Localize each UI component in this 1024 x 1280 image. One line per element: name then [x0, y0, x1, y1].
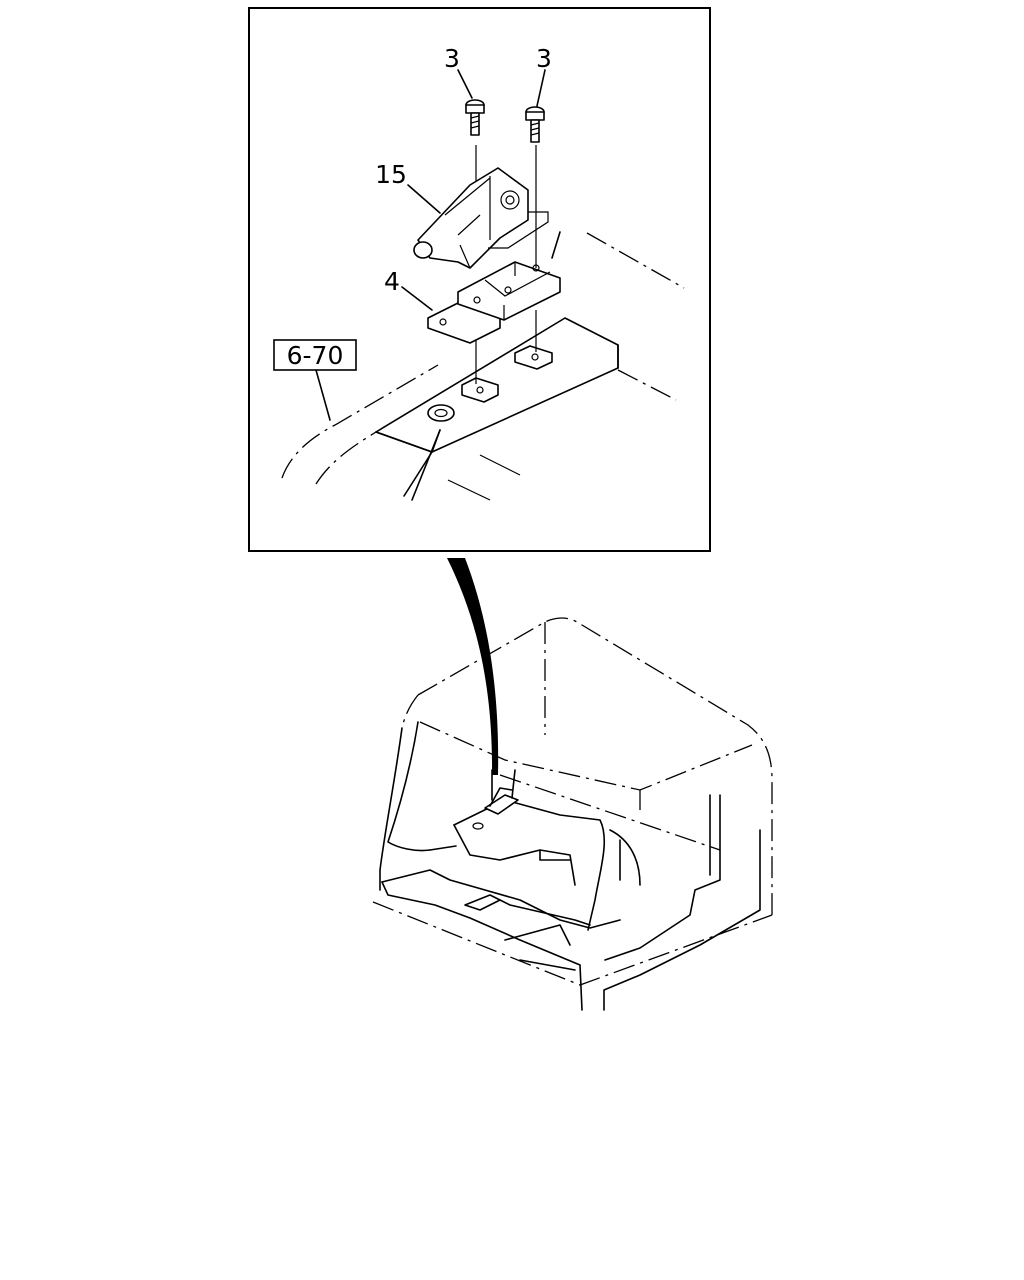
callout-bolt-right: 3 — [536, 44, 552, 73]
reference-leader — [315, 369, 331, 421]
cab-overview — [372, 617, 773, 1011]
bolt-left-leader — [457, 69, 473, 99]
callout-hinge: 15 — [375, 160, 407, 189]
floor-beam — [281, 231, 685, 501]
reference-box — [273, 339, 357, 371]
callout-bracket: 4 — [384, 267, 400, 296]
hinge-assembly — [413, 167, 549, 269]
hinge-leader — [407, 184, 441, 214]
bracket-leader — [401, 286, 433, 311]
callout-bolt-left: 3 — [444, 44, 460, 73]
mounting-bracket — [427, 261, 561, 344]
bolt-right — [525, 106, 545, 143]
reference-label: 6-70 — [287, 341, 344, 370]
bolt-right-leader — [536, 69, 546, 107]
detail-frame — [248, 7, 711, 552]
bolt-left — [465, 99, 485, 136]
pointer-arrow — [447, 558, 499, 775]
